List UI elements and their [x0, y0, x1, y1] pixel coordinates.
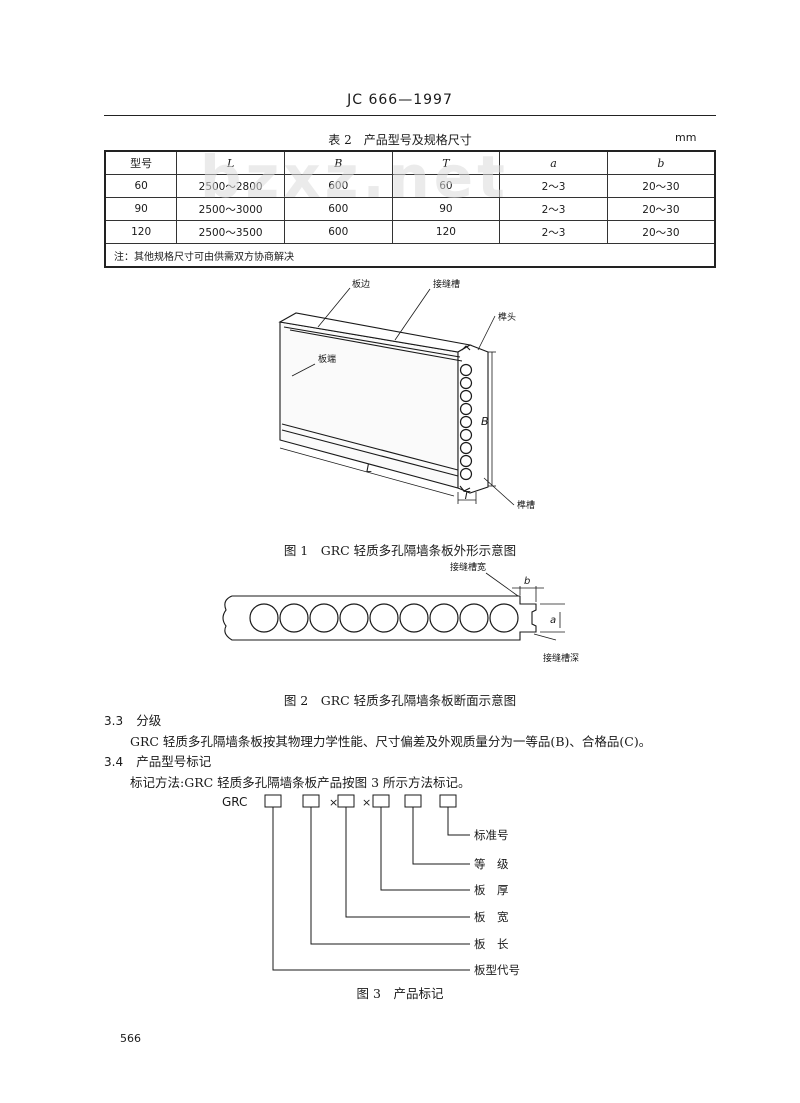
- table-cell: 2500～3000: [176, 197, 285, 221]
- section-3-4-text: 标记方法:GRC 轻质多孔隔墙条板产品按图 3 所示方法标记。: [130, 775, 471, 790]
- table-cell: 20～30: [606, 220, 716, 244]
- table-cell: 60: [104, 174, 178, 198]
- section-3-3-text: GRC 轻质多孔隔墙条板按其物理力学性能、尺寸偏差及外观质量分为一等品(B)、合…: [130, 734, 652, 749]
- table-cell: 90: [104, 197, 178, 221]
- label-mortise: 榫槽: [517, 499, 535, 511]
- dim-label-l: L: [366, 462, 372, 475]
- label-thickness: 板 厚: [474, 883, 509, 897]
- col-header: 型号: [104, 150, 178, 175]
- dim-label-b-small: b: [524, 576, 530, 587]
- standard-code: JC 666—1997: [347, 92, 453, 108]
- spec-table: 型号 L B T a b 60 2500～2800 600 60 2～3 20～…: [104, 150, 716, 268]
- section-number: 3.3: [104, 714, 124, 728]
- dim-label-b: B: [481, 415, 489, 428]
- section-number: 3.4: [104, 755, 124, 769]
- figure2-caption: 图 2 GRC 轻质多孔隔墙条板断面示意图: [283, 693, 517, 708]
- table-row: 90 2500～3000 600 90 2～3 20～30: [104, 197, 716, 221]
- figure3-marking-diagram: GRC × × 标准号 等 级 板 厚 板 宽 板 长 板型代号: [222, 794, 520, 977]
- table-cell: 20～30: [606, 174, 716, 198]
- hole-set: [459, 363, 473, 481]
- col-header: b: [606, 150, 716, 175]
- table-row: 60 2500～2800 600 60 2～3 20～30: [104, 174, 716, 198]
- times-sign: ×: [362, 796, 371, 809]
- table-cell: 600: [283, 220, 393, 244]
- label-edge: 板边: [352, 278, 370, 290]
- col-header: a: [499, 150, 608, 175]
- label-tenon: 榫头: [498, 311, 516, 323]
- label-grade: 等 级: [474, 857, 509, 871]
- hole-set: [249, 603, 519, 633]
- figure3-caption: 图 3 产品标记: [356, 986, 444, 1001]
- label-type-code: 板型代号: [474, 963, 520, 977]
- table-note: 注：其他规格尺寸可由供需双方协商解决: [104, 243, 716, 268]
- table-cell: 600: [283, 197, 393, 221]
- table-caption: 表 2 产品型号及规格尺寸: [328, 133, 472, 147]
- table-cell: 2500～3500: [176, 220, 285, 244]
- header-rule: [104, 115, 716, 116]
- table-cell: 120: [391, 220, 501, 244]
- table-cell: 120: [104, 220, 178, 244]
- figure1-panel-drawing: 板边 接缝槽 榫头 板端 榫槽 B L T: [278, 278, 535, 511]
- table-row: 120 2500～3500 600 120 2～3 20～30: [104, 220, 716, 244]
- dim-label-a: a: [550, 615, 556, 626]
- col-header: T: [391, 150, 501, 175]
- table-unit: mm: [675, 131, 697, 144]
- watermark: bzxz.net: [200, 143, 509, 211]
- figure1-caption: 图 1 GRC 轻质多孔隔墙条板外形示意图: [283, 543, 517, 558]
- table-cell: 2～3: [499, 197, 608, 221]
- label-groove-depth: 接缝槽深: [543, 652, 579, 664]
- table-header-row: 型号 L B T a b: [104, 150, 716, 175]
- table-cell: 2～3: [499, 174, 608, 198]
- label-panel-end: 板端: [318, 353, 336, 365]
- table-note-row: 注：其他规格尺寸可由供需双方协商解决: [104, 243, 716, 268]
- figure2-section-drawing: 接缝槽宽 接缝槽深 b a: [222, 561, 579, 664]
- marking-prefix: GRC: [222, 795, 247, 809]
- label-standard-no: 标准号: [474, 828, 509, 842]
- table-cell: 2～3: [499, 220, 608, 244]
- label-width: 板 宽: [474, 910, 509, 924]
- label-groove-width: 接缝槽宽: [450, 561, 486, 573]
- dim-label-t: T: [463, 489, 471, 502]
- times-sign: ×: [329, 796, 338, 809]
- label-joint-groove: 接缝槽: [433, 278, 460, 290]
- table-cell: 60: [391, 174, 501, 198]
- table-cell: 20～30: [606, 197, 716, 221]
- section-title: 产品型号标记: [136, 754, 212, 769]
- table-cell: 90: [391, 197, 501, 221]
- page-number: 566: [120, 1032, 141, 1045]
- label-length: 板 长: [474, 937, 509, 951]
- section-3-4-heading: 3.4 产品型号标记: [104, 751, 211, 770]
- section-title: 分级: [136, 713, 162, 728]
- col-header: B: [283, 150, 393, 175]
- section-3-3-heading: 3.3 分级: [104, 710, 161, 729]
